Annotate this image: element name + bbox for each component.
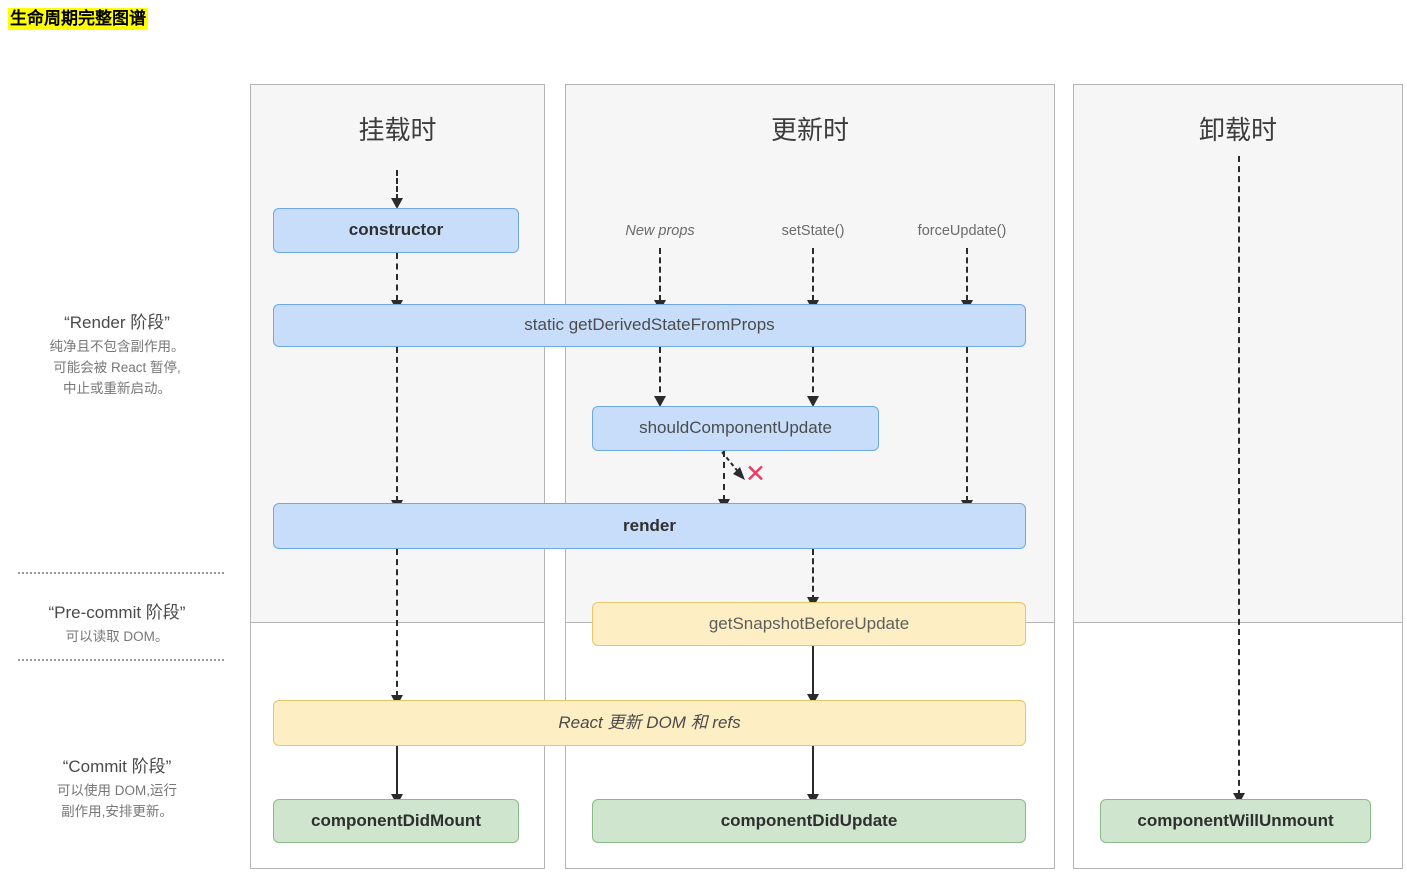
- connector-gdsfp-to-render-mount: [396, 347, 398, 502]
- connector-updatedom-to-did-mount: [396, 746, 398, 798]
- phase-desc-render-line-3: 中止或重新启动。: [63, 381, 171, 396]
- box-constructor[interactable]: constructor: [273, 208, 519, 253]
- column-header-updating: 更新时: [770, 115, 849, 145]
- arrowhead-snapshot-to-updatedom: [807, 694, 819, 705]
- box-component-will-unmount-label: componentWillUnmount: [1137, 810, 1334, 830]
- box-get-derived-state-from-props-label: static getDerivedStateFromProps: [524, 315, 775, 335]
- trigger-label-set-state: setState(): [781, 223, 845, 239]
- phase-label-render: “Render 阶段” 纯净且不包含副作用。 可能会被 React 暂停, 中止…: [4, 310, 230, 399]
- page-title: 生命周期完整图谱: [8, 8, 148, 30]
- phase-title-render: “Render 阶段”: [64, 313, 170, 332]
- box-react-updates-dom[interactable]: React 更新 DOM 和 refs: [273, 700, 1026, 746]
- connector-force-update-to-render: [966, 347, 968, 502]
- phase-desc-pre-commit-line-1: 可以读取 DOM。: [65, 629, 169, 644]
- column-panel-updating: 更新时: [565, 84, 1055, 869]
- box-should-component-update-label: shouldComponentUpdate: [639, 418, 832, 438]
- phase-desc-commit-line-1: 可以使用 DOM,运行: [57, 783, 177, 798]
- arrowhead-mount-to-constructor: [391, 198, 403, 209]
- trigger-label-new-props: New props: [625, 223, 695, 239]
- box-should-component-update[interactable]: shouldComponentUpdate: [592, 406, 879, 451]
- box-component-will-unmount[interactable]: componentWillUnmount: [1100, 799, 1371, 843]
- phase-label-commit: “Commit 阶段” 可以使用 DOM,运行 副作用,安排更新。: [4, 754, 230, 822]
- phase-divider-bottom: [18, 659, 224, 661]
- connector-updatedom-to-did-update: [812, 746, 814, 798]
- box-get-snapshot-before-update-label: getSnapshotBeforeUpdate: [708, 613, 910, 633]
- connector-scu-to-render: [723, 451, 725, 501]
- box-render-label: render: [623, 515, 676, 535]
- connector-mount-to-constructor: [396, 170, 398, 200]
- connector-gdsfp-to-scu-right: [812, 347, 814, 402]
- box-get-snapshot-before-update[interactable]: getSnapshotBeforeUpdate: [592, 602, 1026, 646]
- connector-render-to-snapshot: [812, 549, 814, 601]
- column-header-mounting: 挂载时: [358, 115, 437, 145]
- phase-title-pre-commit: “Pre-commit 阶段”: [48, 603, 186, 622]
- connector-scu-skip-branch: [721, 451, 745, 480]
- box-component-did-mount[interactable]: componentDidMount: [273, 799, 519, 843]
- box-render[interactable]: render: [273, 503, 1026, 549]
- connector-new-props-to-gdsfp: [659, 248, 661, 301]
- box-component-did-update[interactable]: componentDidUpdate: [592, 799, 1026, 843]
- connector-set-state-to-gdsfp: [812, 248, 814, 301]
- connector-force-update-to-gdsfp: [966, 248, 968, 301]
- phase-divider-top: [18, 572, 224, 574]
- phase-desc-render-line-1: 纯净且不包含副作用。: [49, 339, 185, 354]
- phase-desc-commit-line-2: 副作用,安排更新。: [61, 804, 173, 819]
- arrowhead-unmount-to-will-unmount: [1233, 793, 1245, 804]
- connector-constructor-to-gdsfp: [396, 253, 398, 301]
- connector-render-to-updatedom-mount: [396, 549, 398, 697]
- column-header-unmounting: 卸载时: [1198, 115, 1277, 145]
- connector-unmount-to-will-unmount: [1238, 156, 1240, 796]
- box-constructor-label: constructor: [348, 220, 444, 240]
- phase-desc-render-line-2: 可能会被 React 暂停,: [53, 360, 181, 375]
- connector-gdsfp-to-scu-left: [659, 347, 661, 402]
- box-react-updates-dom-label: React 更新 DOM 和 refs: [558, 712, 741, 732]
- connector-snapshot-to-updatedom: [812, 646, 814, 698]
- skip-render-x-icon: ✕: [745, 459, 766, 488]
- trigger-label-force-update: forceUpdate(): [917, 223, 1007, 239]
- box-component-did-update-label: componentDidUpdate: [720, 810, 898, 830]
- arrowhead-gdsfp-to-scu-left: [654, 396, 666, 407]
- phase-title-commit: “Commit 阶段”: [62, 757, 172, 776]
- arrowhead-gdsfp-to-scu-right: [807, 396, 819, 407]
- box-get-derived-state-from-props[interactable]: static getDerivedStateFromProps: [273, 304, 1026, 347]
- box-component-did-mount-label: componentDidMount: [311, 810, 481, 830]
- phase-label-pre-commit: “Pre-commit 阶段” 可以读取 DOM。: [4, 600, 230, 647]
